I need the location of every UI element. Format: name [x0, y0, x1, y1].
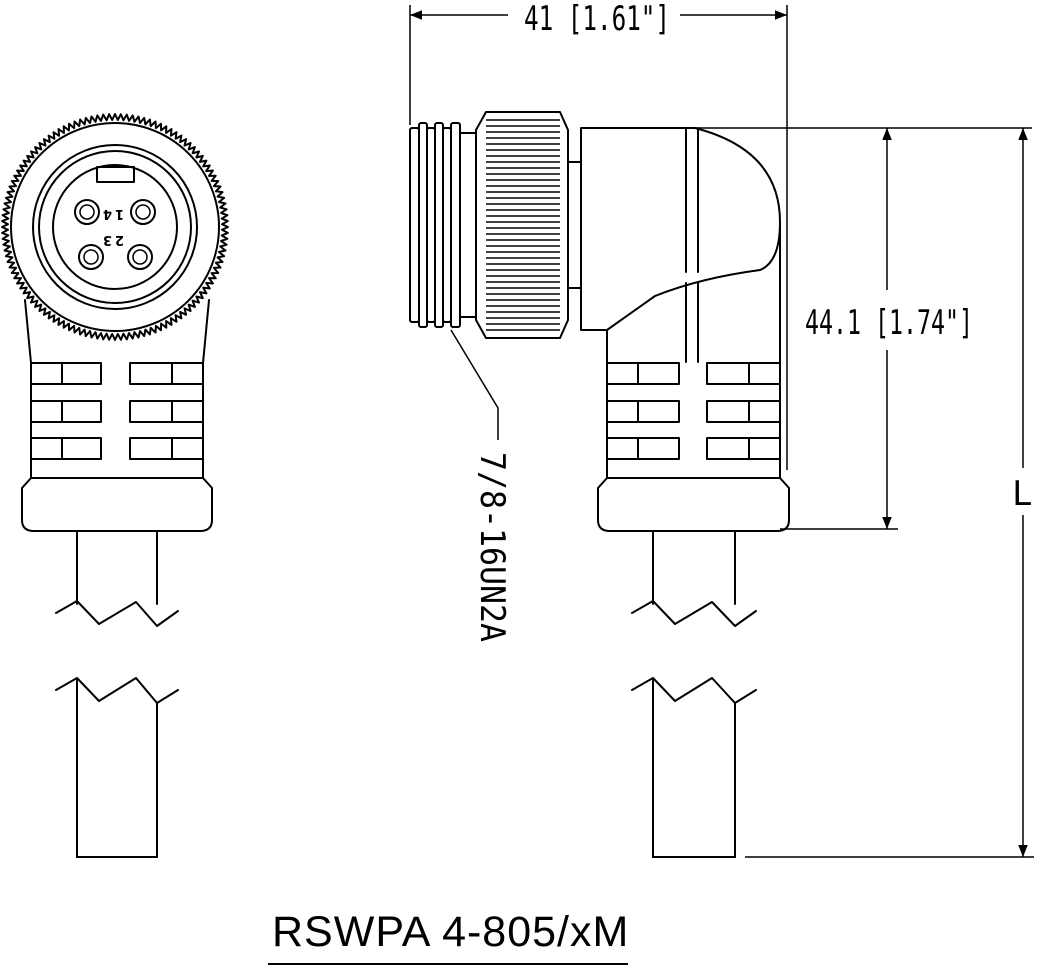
pin-label-3: 3 — [103, 232, 112, 247]
width-dimension-label: 41 [1.61"] — [524, 0, 670, 39]
pin-3 — [78, 244, 104, 270]
thread-callout: 7/8-16UN2A — [450, 329, 512, 642]
part-number: RSWPA 4-805/xM — [272, 908, 630, 956]
housing-sides — [606, 221, 781, 479]
grip-ribs — [30, 362, 204, 460]
length-dimension-label: L — [1012, 474, 1032, 514]
ring-inner-edge — [10, 122, 220, 332]
body-sides-upper — [24, 299, 210, 364]
side-cable — [631, 530, 757, 858]
body-sides — [30, 362, 204, 479]
thread — [409, 122, 477, 328]
pin-2 — [130, 199, 156, 225]
face-outer — [32, 144, 198, 310]
angled-housing — [580, 127, 781, 331]
thread-spec-label: 7/8-16UN2A — [472, 452, 512, 642]
strain-relief — [21, 477, 213, 532]
side-grip-ribs — [606, 362, 781, 460]
pin-label-1: 1 — [115, 206, 124, 221]
housing-seam — [685, 127, 699, 273]
housing-seam-lower — [685, 282, 699, 363]
side-view — [409, 111, 790, 858]
pin-label-2: 2 — [115, 232, 124, 247]
face-inner — [38, 150, 192, 304]
coding-key — [96, 166, 135, 183]
dimension-width: 41 [1.61"] — [409, 0, 788, 470]
collar — [567, 161, 582, 289]
insert-face — [52, 164, 178, 290]
pin-4 — [127, 244, 153, 270]
dimension-height: 44.1 [1.74"] — [695, 127, 1032, 530]
part-number-underline — [268, 963, 628, 965]
side-strain-relief — [597, 477, 790, 532]
pin-1 — [74, 199, 100, 225]
coupling-nut — [475, 111, 569, 339]
height-dimension-label: 44.1 [1.74"] — [805, 303, 973, 343]
front-view: 1 4 2 3 — [1, 113, 229, 858]
pin-label-4: 4 — [103, 206, 112, 221]
dimension-length: L — [745, 128, 1034, 858]
knurled-ring — [1, 113, 229, 341]
cable — [55, 530, 179, 858]
